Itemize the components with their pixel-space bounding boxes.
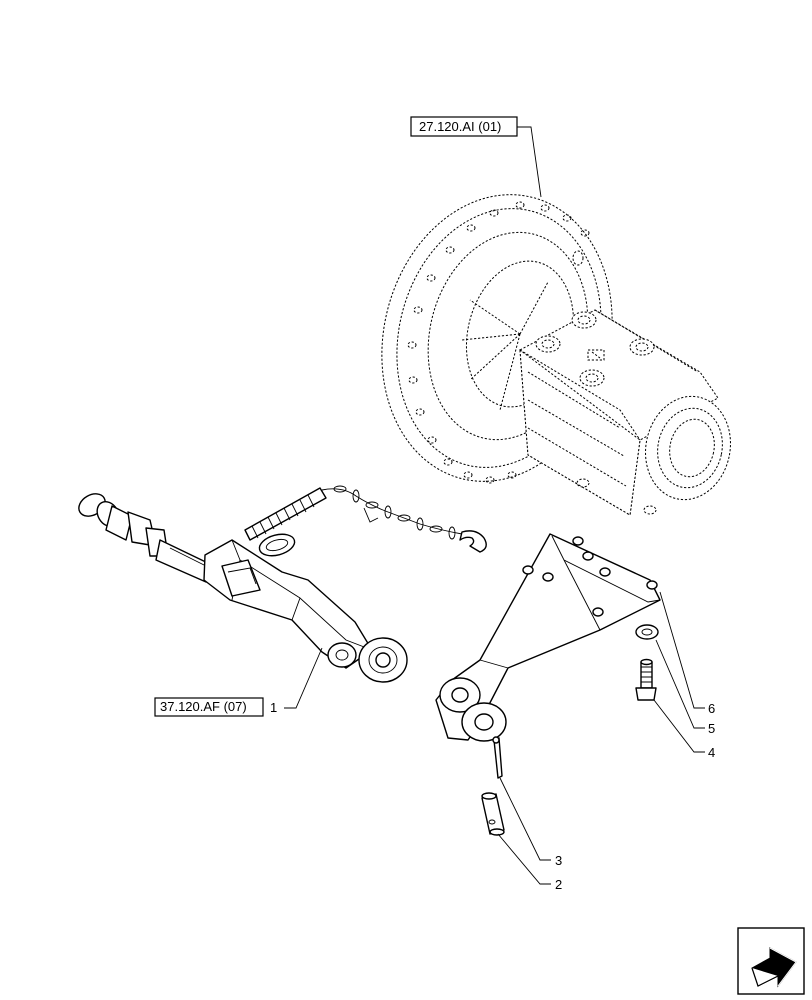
- clevis-pin: [481, 792, 505, 836]
- callout-number-5: 5: [708, 721, 715, 736]
- reference-text-lift-link: 37.120.AF (07): [160, 699, 247, 714]
- callout-6[interactable]: 6: [659, 591, 715, 716]
- reference-text-axle-housing: 27.120.AI (01): [419, 119, 501, 134]
- callout-number-2: 2: [555, 877, 562, 892]
- next-page-arrow-icon[interactable]: [737, 927, 805, 995]
- leader-4: [653, 699, 705, 753]
- callout-5[interactable]: 5: [655, 639, 715, 736]
- flange-bolt-holes: [407, 201, 590, 484]
- callout-2[interactable]: 2: [497, 833, 562, 892]
- callout-4[interactable]: 4: [653, 699, 715, 760]
- mounting-bracket: [435, 533, 661, 742]
- bolt: [635, 658, 657, 701]
- callout-number-3: 3: [555, 853, 562, 868]
- callout-number-4: 4: [708, 745, 715, 760]
- leader-6: [659, 591, 705, 709]
- leader-3: [499, 777, 551, 861]
- callout-number-6: 6: [708, 701, 715, 716]
- washer: [635, 624, 659, 640]
- axle-housing: [381, 194, 731, 516]
- callout-1[interactable]: 37.120.AF (07) 1: [154, 647, 323, 717]
- callout-3[interactable]: 3: [499, 777, 562, 868]
- cotter-pin: [492, 736, 503, 779]
- leader-1: [284, 647, 323, 709]
- reference-label-axle-housing[interactable]: 27.120.AI (01): [410, 116, 518, 137]
- lift-link-assembly: [78, 485, 487, 683]
- callout-number-1: 1: [270, 700, 277, 715]
- leader-axle-housing: [517, 126, 542, 198]
- leader-2: [497, 833, 551, 885]
- leader-5: [655, 639, 705, 729]
